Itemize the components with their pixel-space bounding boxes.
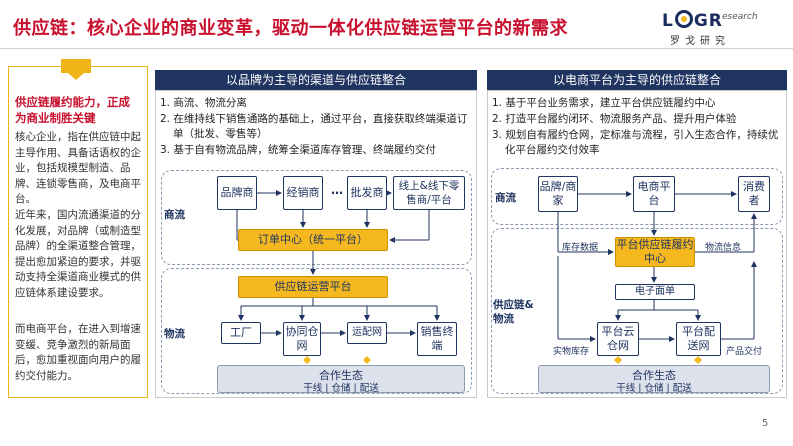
- right-box-ecommerce: 电商平台: [633, 176, 675, 212]
- right-eco-partners: 合作生态 干线 | 仓储 | 配送: [538, 365, 770, 394]
- left-logistics-label: 物流: [164, 328, 185, 340]
- title-divider: [0, 48, 793, 49]
- left-panel-header: 以品牌为主导的渠道与供应链整合: [155, 70, 477, 90]
- logo-subtitle: esearch: [722, 12, 758, 22]
- left-commerce-region: [161, 170, 472, 265]
- right-cloud-warehouse: 平台云仓网: [597, 322, 639, 356]
- right-panel-header: 以电商平台为主导的供应链整合: [487, 70, 787, 90]
- sidebar-paragraph-3: 而电商平台，在进入到增速变缓、竞争激烈的新局面后，愈加重视面向用户的履约交付能力…: [15, 323, 141, 382]
- left-points-list: 1. 商流、物流分离 2. 在维持线下销售通路的基础上，通过平台，直接获取终端渠…: [160, 96, 472, 159]
- right-logistics-label: 供应链&物流: [493, 299, 534, 325]
- page-title: 供应链：核心企业的商业变革，驱动一体化供应链运营平台的新需求: [13, 18, 568, 39]
- sidebar-panel: [8, 66, 148, 398]
- right-point-3: 3. 规划自有履约仓网，定标准与流程，引入生态合作，持续优化平台履约交付效率: [492, 129, 779, 156]
- right-point-2: 2. 打造平台履约闭环、物流服务产品、提升用户体验: [492, 113, 737, 125]
- right-fulfillment-center: 平台供应链履约中心: [615, 237, 695, 267]
- left-box-wholesaler: 批发商: [347, 176, 387, 210]
- sidebar-paragraph-2: 近年来，国内流通渠道的分化发展，对品牌（或制造型品牌）的全渠道整合管理，提出愈加…: [15, 209, 141, 299]
- left-box-delivery-net: 运配网: [347, 322, 387, 344]
- right-logistics-region: [491, 228, 783, 394]
- left-box-sales-terminal: 销售终端: [417, 322, 457, 356]
- right-point-1: 1. 基于平台业务需求，建立平台供应链履约中心: [492, 97, 716, 109]
- left-box-factory: 工厂: [221, 322, 261, 344]
- right-label-stock-data: 库存数据: [562, 243, 599, 253]
- right-eco-title: 合作生态: [632, 369, 676, 382]
- right-e-waybill: 电子面单: [615, 284, 695, 300]
- left-point-1: 1. 商流、物流分离: [160, 97, 247, 109]
- right-delivery-network: 平台配送网: [676, 322, 721, 356]
- right-box-consumer: 消费者: [738, 176, 770, 212]
- right-box-merchant: 品牌/商家: [538, 176, 578, 212]
- page-number: 5: [762, 418, 769, 429]
- left-eco-title: 合作生态: [319, 369, 363, 382]
- right-label-product-delivery: 产品交付: [726, 347, 763, 357]
- right-panel-body: [487, 90, 787, 398]
- right-eco-subtitle: 干线 | 仓储 | 配送: [616, 383, 692, 394]
- sidebar-paragraph-1: 核心企业，指在供应链中起主导作用、具备话语权的企业，包括规模型制造、品牌、连锁零…: [15, 131, 141, 205]
- logo-chinese: 罗戈研究: [670, 36, 730, 47]
- left-box-distributor: 经销商: [283, 176, 323, 210]
- left-point-3: 3. 基于自有物流品牌，统筹全渠道库存管理、终端履约交付: [160, 144, 436, 156]
- left-order-center: 订单中心（统一平台）: [238, 229, 388, 251]
- left-box-warehouse-net: 协同仓网: [283, 322, 321, 356]
- right-points-list: 1. 基于平台业务需求，建立平台供应链履约中心 2. 打造平台履约闭环、物流服务…: [492, 96, 782, 159]
- sidebar-heading: 供应链履约能力，正成为商业制胜关键: [15, 95, 130, 125]
- left-ellipsis: …: [331, 183, 343, 197]
- left-panel-body: [155, 90, 477, 398]
- left-box-retailer: 线上&线下零售商/平台: [393, 176, 465, 210]
- right-commerce-region: [491, 168, 783, 225]
- right-label-physical-stock: 实物库存: [553, 347, 590, 357]
- sidebar-tab-marker: [61, 59, 91, 80]
- left-logistics-region: [161, 268, 472, 394]
- left-commerce-label: 商流: [164, 209, 185, 221]
- right-commerce-label: 商流: [495, 192, 516, 204]
- left-point-2: 2. 在维持线下销售通路的基础上，通过平台，直接获取终端渠道订单（批发、零售等）: [160, 113, 468, 140]
- right-label-logistics-info: 物流信息: [705, 243, 742, 253]
- left-box-brand: 品牌商: [217, 176, 257, 210]
- left-ops-platform: 供应链运营平台: [238, 276, 388, 298]
- left-eco-partners: 合作生态 干线 | 仓储 | 配送: [217, 365, 465, 394]
- left-eco-subtitle: 干线 | 仓储 | 配送: [303, 383, 379, 394]
